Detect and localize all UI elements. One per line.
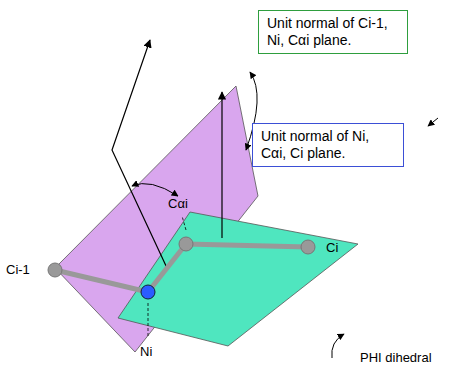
callout-text: Unit normal of Ci-1, Ni, Cαi plane. — [267, 15, 399, 49]
atom — [301, 240, 315, 254]
atom-label: Ci-1 — [6, 262, 30, 277]
callout-text: Unit normal of Ni, Cαi, Ci plane. — [261, 128, 395, 162]
angle-arrow — [132, 184, 178, 196]
dihedral-arrow — [332, 334, 344, 358]
leader-line — [148, 303, 149, 338]
bond — [186, 244, 308, 247]
normal-vector — [112, 40, 167, 268]
atom-label: PHI dihedral — [360, 350, 432, 365]
pointer-arrow — [428, 118, 438, 126]
leader-line — [182, 216, 186, 230]
atom-label: Cαi — [168, 196, 188, 211]
atom — [141, 285, 155, 299]
bond — [55, 270, 148, 292]
atom — [179, 237, 193, 251]
bond — [148, 244, 186, 292]
atom-label: Ci — [326, 240, 338, 255]
atom — [48, 263, 62, 277]
green-plane — [118, 212, 358, 346]
atom-label: Ni — [140, 344, 152, 359]
callout-box: Unit normal of Ci-1, Ni, Cαi plane. — [258, 10, 408, 54]
normal-vector — [221, 92, 222, 238]
callout-box: Unit normal of Ni, Cαi, Ci plane. — [252, 123, 404, 167]
